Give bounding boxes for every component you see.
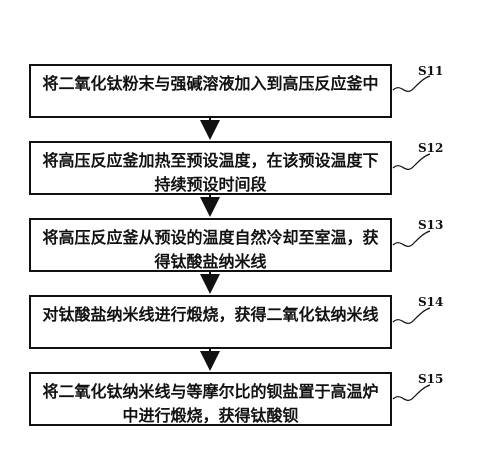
step-s13-box: 将高压反应釜从预设的温度自然冷却至室温，获得钛酸盐纳米线 bbox=[29, 218, 392, 272]
step-s15-text: 将二氧化钛纳米线与等摩尔比的钡盐置于高温炉中进行煅烧，获得钛酸钡 bbox=[42, 382, 379, 425]
step-s15-box: 将二氧化钛纳米线与等摩尔比的钡盐置于高温炉中进行煅烧，获得钛酸钡 bbox=[29, 372, 392, 426]
leader-s12 bbox=[392, 153, 431, 170]
step-s13-text: 将高压反应釜从预设的温度自然冷却至室温，获得钛酸盐纳米线 bbox=[42, 228, 379, 271]
leader-s11 bbox=[392, 75, 431, 92]
step-s11-label: S11 bbox=[418, 64, 444, 78]
step-s13-label: S13 bbox=[418, 218, 444, 232]
step-s15-label: S15 bbox=[418, 372, 444, 386]
leader-s15 bbox=[392, 384, 431, 401]
step-s14-label: S14 bbox=[418, 295, 444, 309]
leader-s13 bbox=[392, 230, 431, 247]
leader-s14 bbox=[392, 307, 431, 324]
step-s14-box: 对钛酸盐纳米线进行煅烧，获得二氧化钛纳米线 bbox=[29, 295, 392, 349]
step-s12-text: 将高压反应釜加热至预设温度，在该预设温度下持续预设时间段 bbox=[42, 151, 379, 194]
step-s11-box: 将二氧化钛粉末与强碱溶液加入到高压反应釜中 bbox=[29, 64, 392, 118]
step-s11-text: 将二氧化钛粉末与强碱溶液加入到高压反应釜中 bbox=[42, 74, 379, 93]
step-s12-label: S12 bbox=[418, 141, 444, 155]
step-s14-text: 对钛酸盐纳米线进行煅烧，获得二氧化钛纳米线 bbox=[42, 305, 379, 324]
step-s12-box: 将高压反应釜加热至预设温度，在该预设温度下持续预设时间段 bbox=[29, 141, 392, 195]
